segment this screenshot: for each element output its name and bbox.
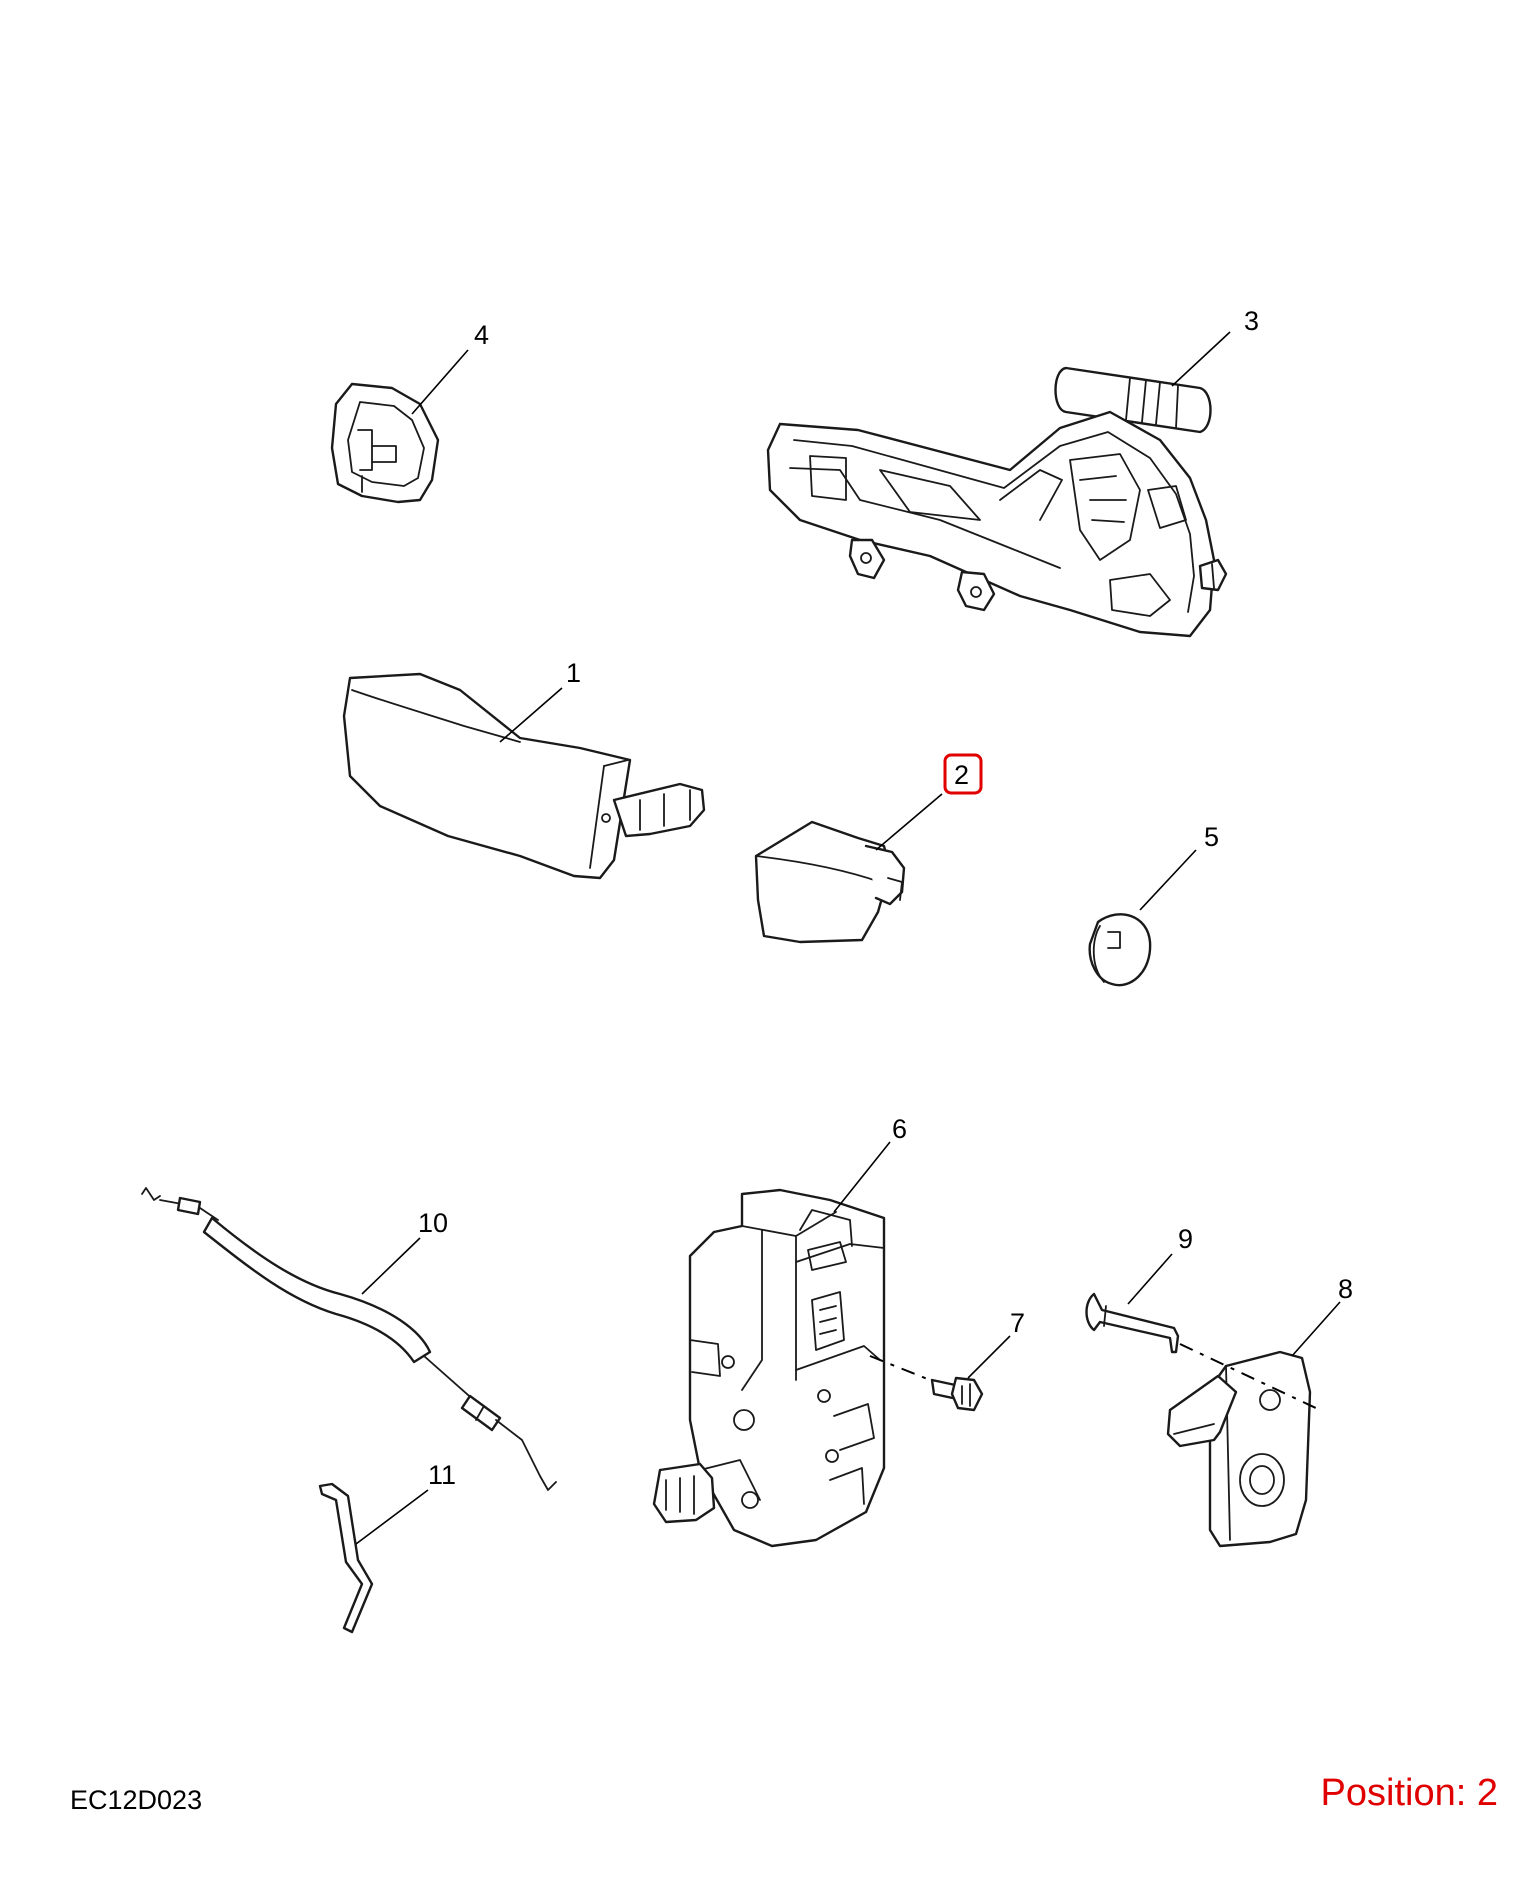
part-1-outer-door-handle[interactable] <box>342 672 706 880</box>
callout-6: 6 <box>892 1114 907 1144</box>
part-5-grommet[interactable] <box>1088 913 1152 987</box>
callout-8: 8 <box>1338 1274 1353 1304</box>
callout-2-highlight-box <box>943 753 983 795</box>
callout-9: 9 <box>1178 1224 1193 1254</box>
part-10-release-cable[interactable] <box>141 1187 557 1491</box>
callout-2: 2 <box>954 760 969 790</box>
callout-11: 11 <box>428 1460 456 1490</box>
leader-lines <box>355 331 1341 1545</box>
part-8-striker-plate[interactable] <box>1166 1350 1312 1548</box>
part-3-handle-carrier-frame[interactable] <box>766 366 1228 638</box>
part-11-link-rod[interactable] <box>318 1482 374 1634</box>
callout-4: 4 <box>474 320 489 350</box>
callout-7: 7 <box>1010 1308 1025 1338</box>
position-indicator: Position: 2 <box>1320 1772 1498 1814</box>
part-2-handle-cap[interactable] <box>754 820 906 944</box>
callout-5: 5 <box>1204 822 1219 852</box>
part-6-door-latch[interactable] <box>652 1188 886 1548</box>
part-7-latch-screw[interactable] <box>930 1376 984 1412</box>
assembly-axis-screw <box>869 1355 931 1381</box>
assembly-axis-striker <box>1179 1343 1321 1411</box>
callout-1: 1 <box>566 658 581 688</box>
illustration-code: EC12D023 <box>70 1785 203 1815</box>
part-9-striker-bolt[interactable] <box>1085 1292 1180 1354</box>
callout-3: 3 <box>1244 306 1259 336</box>
callout-10: 10 <box>418 1208 448 1238</box>
